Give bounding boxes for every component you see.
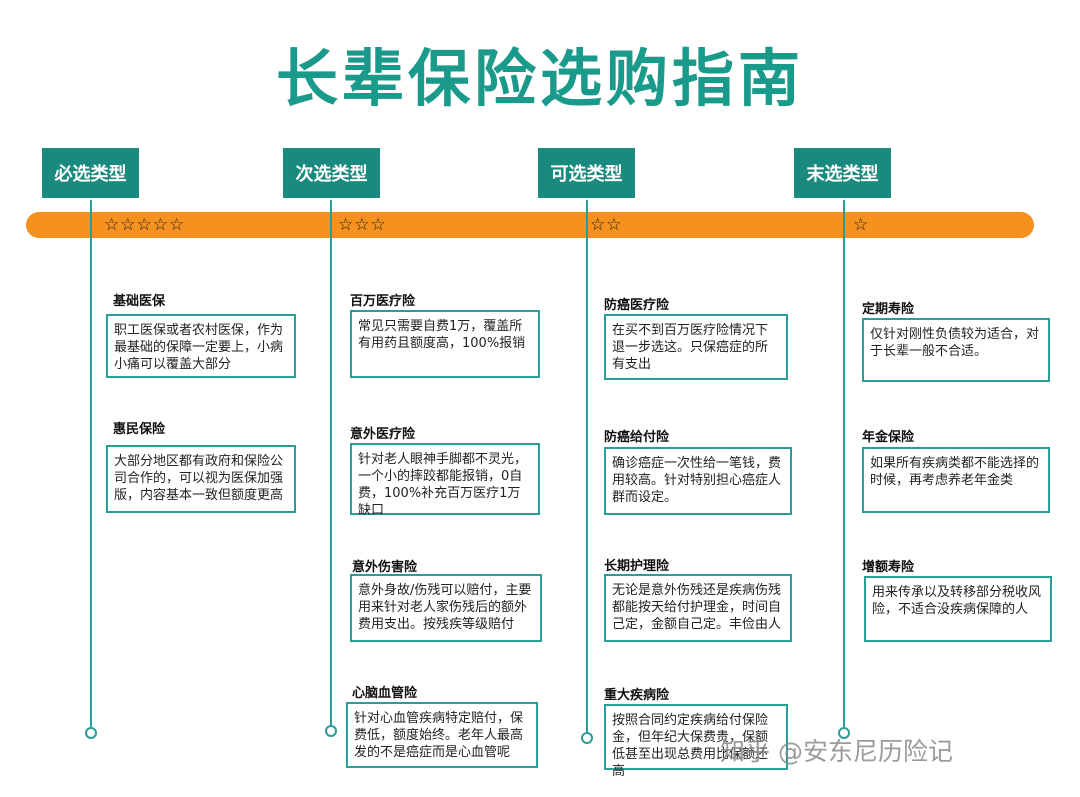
item-description: 按照合同约定疾病给付保险金，但年纪大保费贵，保额低甚至出现总费用比保额还高 <box>604 704 788 779</box>
item-title: 年金保险 <box>862 430 915 445</box>
star-rating-secondary: ☆☆☆ <box>338 215 387 235</box>
category-tag-optional: 可选类型 <box>538 148 635 198</box>
item-title: 意外伤害险 <box>352 560 418 575</box>
category-tag-last: 末选类型 <box>794 148 891 198</box>
item-description: 用来传承以及转移部分税收风险，不适合没疾病保障的人 <box>864 576 1052 642</box>
column-end-dot-3 <box>581 732 593 744</box>
item-description: 针对心血管疾病特定赔付，保费低，额度始终。老年人最高发的不是癌症而是心血管呢 <box>346 702 538 768</box>
item-title: 增额寿险 <box>862 560 915 575</box>
item-title: 防癌给付险 <box>604 430 670 445</box>
page-title: 长辈保险选购指南 <box>275 42 804 115</box>
item-description: 针对老人眼神手脚都不灵光，一个小的摔跤都能报销，0自费，100%补充百万医疗1万… <box>350 443 540 518</box>
column-line-3 <box>586 200 588 732</box>
item-description: 大部分地区都有政府和保险公司合作的，可以视为医保加强版，内容基本一致但额度更高 <box>106 445 296 513</box>
item-title: 心脑血管险 <box>352 686 418 701</box>
item-title: 重大疾病险 <box>604 688 670 703</box>
item-description: 无论是意外伤残还是疾病伤残都能按天给付护理金，时间自己定，金额自己定。丰俭由人 <box>604 574 792 642</box>
category-tag-required: 必选类型 <box>42 148 139 198</box>
star-rating-optional: ☆☆ <box>590 215 623 235</box>
category-tag-secondary: 次选类型 <box>283 148 380 198</box>
item-title: 长期护理险 <box>604 559 670 574</box>
item-description: 确诊癌症一次性给一笔钱，费用较高。针对特别担心癌症人群而设定。 <box>604 447 792 515</box>
item-title: 防癌医疗险 <box>604 298 670 313</box>
item-title: 定期寿险 <box>862 302 915 317</box>
item-title: 百万医疗险 <box>350 294 416 309</box>
item-description: 职工医保或者农村医保，作为最基础的保障一定要上，小病小痛可以覆盖大部分 <box>106 314 296 378</box>
column-line-1 <box>90 200 92 727</box>
column-line-2 <box>330 200 332 725</box>
item-title: 基础医保 <box>113 294 166 309</box>
item-description: 意外身故/伤残可以赔付，主要用来针对老人家伤残后的额外费用支出。按残疾等级赔付 <box>350 574 542 642</box>
column-line-4 <box>843 200 845 727</box>
item-description: 常见只需要自费1万，覆盖所有用药且额度高，100%报销 <box>350 310 540 378</box>
watermark: 知乎 @安东尼历险记 <box>720 737 953 766</box>
star-rating-required: ☆☆☆☆☆ <box>104 215 186 235</box>
item-description: 仅针对刚性负债较为适合，对于长辈一般不合适。 <box>862 318 1050 382</box>
star-rating-last: ☆ <box>853 215 870 235</box>
column-end-dot-1 <box>85 727 97 739</box>
column-end-dot-4 <box>838 727 850 739</box>
timeline-bar <box>26 212 1034 238</box>
item-title: 意外医疗险 <box>350 427 416 442</box>
item-description: 如果所有疾病类都不能选择的时候，再考虑养老年金类 <box>862 447 1050 513</box>
item-description: 在买不到百万医疗险情况下退一步选这。只保癌症的所有支出 <box>604 314 788 380</box>
column-end-dot-2 <box>325 725 337 737</box>
item-title: 惠民保险 <box>113 422 166 437</box>
